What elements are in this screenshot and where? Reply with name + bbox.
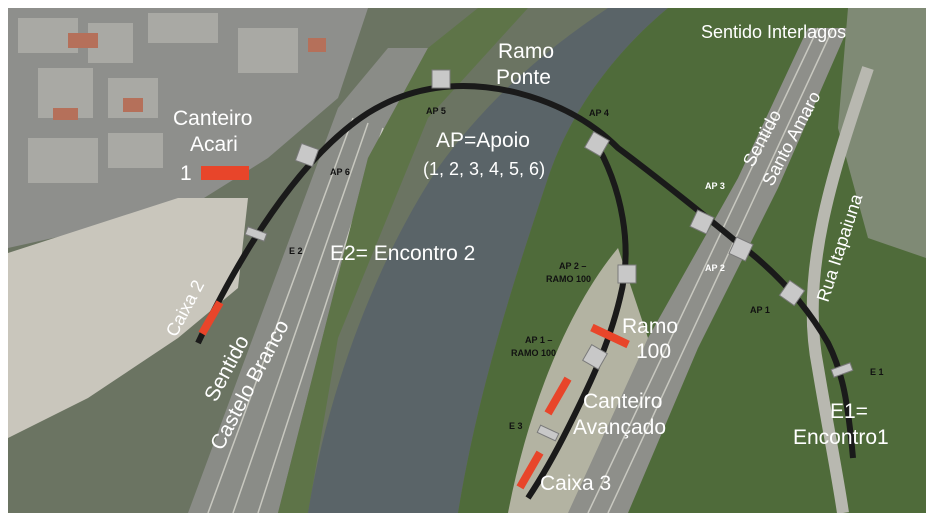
- label-e2: E 2: [289, 246, 303, 256]
- highway-west: [188, 48, 428, 513]
- marker-caixa-3[interactable]: [516, 450, 544, 490]
- label-ap-legend: AP=Apoio: [436, 129, 530, 152]
- open-ground-west: [8, 198, 248, 438]
- label-ramo-ponte-line2: Ponte: [496, 66, 551, 89]
- abutment-e1[interactable]: [830, 362, 854, 378]
- label-number-1: 1: [180, 162, 192, 185]
- abutment-e3[interactable]: [536, 424, 560, 442]
- highway-east-lanes: [587, 27, 834, 513]
- label-ap-numbers: (1, 2, 3, 4, 5, 6): [423, 159, 545, 179]
- label-canteiro-avancado-line1: Canteiro: [583, 390, 662, 413]
- label-e1-encontro-line1: E1=: [830, 400, 868, 423]
- marker-canteiro-avancado[interactable]: [544, 376, 572, 416]
- highway-east: [568, 28, 848, 513]
- label-e1-encontro-line2: Encontro1: [793, 426, 889, 449]
- label-ramo-100-line1: Ramo: [622, 315, 678, 338]
- label-sentido-interlagos: Sentido Interlagos: [701, 22, 846, 42]
- aerial-map: Ramo Ponte Sentido Interlagos Sentido Sa…: [8, 8, 926, 513]
- red-roofs: [53, 33, 326, 120]
- marker-caixa-2[interactable]: [198, 300, 224, 336]
- label-ap1-ramo100-line2: RAMO 100: [511, 348, 556, 358]
- label-ap2: AP 2: [705, 263, 725, 273]
- label-ap6: AP 6: [330, 167, 350, 177]
- label-ap2-ramo100-line1: AP 2 –: [559, 261, 586, 271]
- label-e2-legend: E2= Encontro 2: [330, 242, 475, 265]
- site-markers: [198, 166, 630, 490]
- label-ap4: AP 4: [589, 108, 609, 118]
- label-ap1: AP 1: [750, 305, 770, 315]
- label-ap2-ramo100-line2: RAMO 100: [546, 274, 591, 284]
- label-e3: E 3: [509, 421, 523, 431]
- label-canteiro-avancado-line2: Avançado: [573, 416, 666, 439]
- map-frame: Ramo Ponte Sentido Interlagos Sentido Sa…: [8, 8, 926, 513]
- label-e1: E 1: [870, 367, 884, 377]
- label-ramo-100-line2: 100: [636, 340, 671, 363]
- marker-ramo-100[interactable]: [590, 323, 630, 349]
- pier-ap5[interactable]: [431, 69, 451, 89]
- pier-ap2[interactable]: [728, 236, 754, 262]
- pier-ap6[interactable]: [294, 142, 320, 168]
- ramo-100-alignment: [525, 136, 629, 500]
- urban-area-east: [838, 8, 926, 258]
- pier-ap2-ramo100[interactable]: [617, 264, 637, 284]
- label-ramo-ponte-line1: Ramo: [498, 40, 554, 63]
- pier-ap1[interactable]: [778, 279, 806, 307]
- label-canteiro-acari-line2: Acari: [190, 133, 238, 156]
- pier-ap1-ramo100[interactable]: [582, 344, 608, 370]
- piers: [244, 69, 854, 442]
- label-ap5: AP 5: [426, 106, 446, 116]
- marker-canteiro-acari[interactable]: [201, 166, 249, 180]
- label-ap1-ramo100-line1: AP 1 –: [525, 335, 552, 345]
- abutment-e2[interactable]: [244, 226, 268, 242]
- label-ap3: AP 3: [705, 181, 725, 191]
- pier-ap4[interactable]: [584, 131, 610, 157]
- pier-ap3[interactable]: [689, 209, 715, 235]
- label-caixa-3: Caixa 3: [540, 472, 611, 495]
- building-blocks: [18, 13, 298, 183]
- riverbank-green-west: [278, 8, 528, 513]
- river: [308, 8, 668, 513]
- ramo-ponte-alignment: [195, 82, 856, 459]
- label-canteiro-acari-line1: Canteiro: [173, 107, 252, 130]
- rua-itapaiuna-road: [806, 66, 874, 513]
